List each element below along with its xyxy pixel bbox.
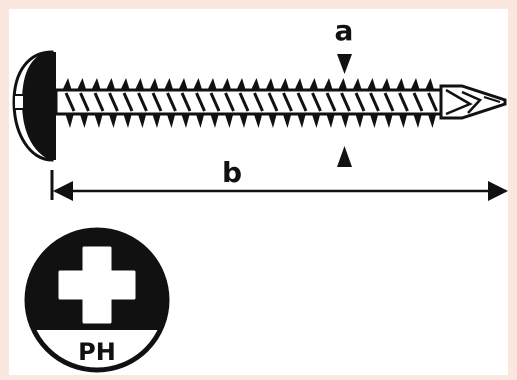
thread-tooth xyxy=(398,113,408,128)
thread-line xyxy=(238,92,250,112)
thread-line xyxy=(383,92,395,112)
thread-tooth xyxy=(236,78,246,91)
thread-tooth xyxy=(94,113,103,128)
phillips-cross-icon xyxy=(58,246,136,324)
thread-tooth xyxy=(294,78,304,91)
thread-line xyxy=(311,92,322,112)
thread-tooth xyxy=(105,78,116,91)
thread-tooth xyxy=(163,78,174,91)
dimension-b: b xyxy=(50,156,508,201)
thread-tooth xyxy=(369,113,379,128)
phillips-drive-symbol: PH xyxy=(24,227,170,373)
dimension-a: a xyxy=(335,14,354,167)
thread-tooth xyxy=(410,78,420,91)
thread-line xyxy=(93,92,105,112)
thread-tooth xyxy=(395,78,406,91)
thread-line xyxy=(108,92,119,112)
thread-tooth xyxy=(381,78,391,91)
dimension-a-arrow-bottom xyxy=(337,146,352,167)
thread-tooth xyxy=(297,113,306,128)
thread-tooth xyxy=(282,113,292,128)
thread-line xyxy=(253,92,264,112)
thread-line xyxy=(296,92,308,112)
thread-tooth xyxy=(91,78,101,91)
dimension-a-arrow-top xyxy=(337,54,352,74)
thread-tooth xyxy=(123,113,132,128)
thread-tooth xyxy=(210,113,219,128)
thread-tooth xyxy=(253,113,263,128)
thread-tooth xyxy=(268,113,277,128)
thread-tooth xyxy=(250,78,261,91)
thread-tooth xyxy=(108,113,118,128)
thread-tooth xyxy=(207,78,217,91)
thread-tooth xyxy=(326,113,335,128)
thread-tooth xyxy=(311,113,321,128)
thread-line xyxy=(195,92,206,112)
thread-tooth xyxy=(355,113,364,128)
thread-tooth xyxy=(224,113,234,128)
thread-tooth xyxy=(239,113,248,128)
thread-line xyxy=(137,92,148,112)
thread-tooth xyxy=(178,78,188,91)
thread-tooth xyxy=(137,113,147,128)
thread-tooth xyxy=(221,78,232,91)
thread-tooth xyxy=(323,78,333,91)
thread-line xyxy=(412,92,424,112)
thread-tooth xyxy=(79,113,89,128)
dimension-b-label: b xyxy=(222,156,242,189)
thread-line xyxy=(340,92,351,112)
screw-head xyxy=(12,50,56,162)
thread-line xyxy=(354,92,366,112)
thread-tooth xyxy=(134,78,145,91)
thread-line xyxy=(325,92,337,112)
thread-line xyxy=(166,92,177,112)
thread-tooth xyxy=(337,78,348,91)
thread-tooth xyxy=(384,113,393,128)
thread-tooth xyxy=(181,113,190,128)
thread-tooth xyxy=(65,113,74,128)
thread-tooth xyxy=(427,113,437,128)
thread-tooth xyxy=(352,78,362,91)
thread-tooth xyxy=(366,78,377,91)
thread-line xyxy=(122,92,134,112)
thread-line xyxy=(151,92,163,112)
thread-tooth xyxy=(413,113,422,128)
thread-tooth xyxy=(120,78,130,91)
thread-tooth xyxy=(192,78,203,91)
thread-tooth xyxy=(265,78,275,91)
drill-point xyxy=(439,84,507,120)
thread-line xyxy=(369,92,380,112)
dimension-a-label: a xyxy=(335,14,354,47)
thread-tooth xyxy=(149,78,159,91)
thread-tooth xyxy=(152,113,161,128)
thread-line xyxy=(427,92,438,112)
thread-line xyxy=(79,92,90,112)
thread-tooth xyxy=(308,78,319,91)
thread-tooth xyxy=(76,78,87,91)
thread-tooth xyxy=(166,113,176,128)
thread-line xyxy=(64,92,76,112)
thread-tooth xyxy=(62,78,72,91)
drive-type-label: PH xyxy=(78,338,116,366)
thread-tooth xyxy=(195,113,205,128)
thread-tooth xyxy=(424,78,435,91)
thread-tooth xyxy=(340,113,350,128)
thread-line xyxy=(398,92,409,112)
thread-line xyxy=(224,92,235,112)
thread-line xyxy=(209,92,221,112)
thread-tooth xyxy=(279,78,290,91)
thread-line xyxy=(180,92,192,112)
thread-line xyxy=(267,92,279,112)
thread-line xyxy=(282,92,293,112)
